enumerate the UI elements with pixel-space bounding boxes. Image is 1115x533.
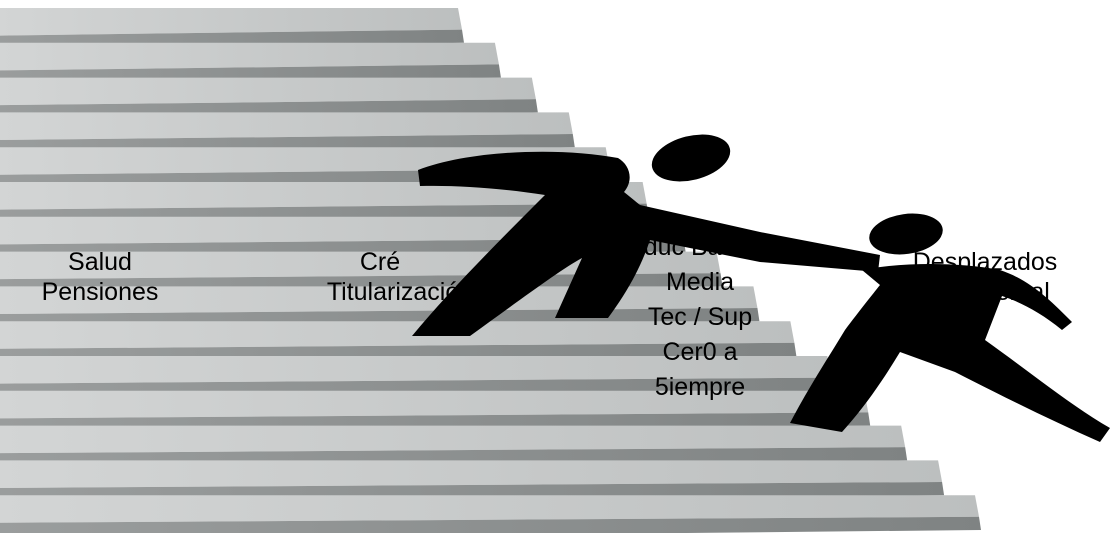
- label-tec-sup: Tec / Sup: [647, 303, 753, 331]
- stair-tread: [0, 390, 869, 419]
- stair-tread: [0, 8, 462, 36]
- stair-tread: [0, 42, 499, 71]
- stair-tread: [0, 460, 943, 488]
- helping-figure-small: [790, 213, 1110, 442]
- stair-tread: [0, 77, 536, 106]
- label-educ-basica: Educ Básica/: [627, 233, 773, 261]
- stair-tread: [0, 425, 906, 454]
- label-salud-pensiones: Salud Pensiones: [24, 247, 176, 307]
- label-credito-titularizacion: Cré Titularización: [300, 247, 500, 307]
- label-cer0-a: Cer0 a: [662, 338, 738, 366]
- label-educacion: Educ Básica/ Media Tec / Sup Cer0 a 5iem…: [600, 230, 800, 405]
- label-transversal: Transversal: [920, 278, 1050, 306]
- label-salud: Salud: [68, 248, 132, 276]
- label-pensiones: Pensiones: [41, 278, 159, 306]
- stair-tread: [0, 321, 795, 349]
- stair-tread: [0, 182, 647, 210]
- stair-riser: [0, 516, 981, 533]
- label-desplazados-transversal: Desplazados Transversal: [880, 247, 1090, 307]
- helping-figure-large: [412, 134, 880, 336]
- label-credito: Cré: [359, 248, 401, 276]
- stair-tread: [0, 112, 573, 140]
- stair-tread: [0, 495, 979, 523]
- label-5iempre: 5iempre: [654, 373, 746, 401]
- label-titularizacion: Titularización: [326, 278, 474, 306]
- stair-tread: [0, 356, 832, 384]
- label-desplazados: Desplazados: [912, 248, 1058, 276]
- label-media: Media: [665, 268, 735, 296]
